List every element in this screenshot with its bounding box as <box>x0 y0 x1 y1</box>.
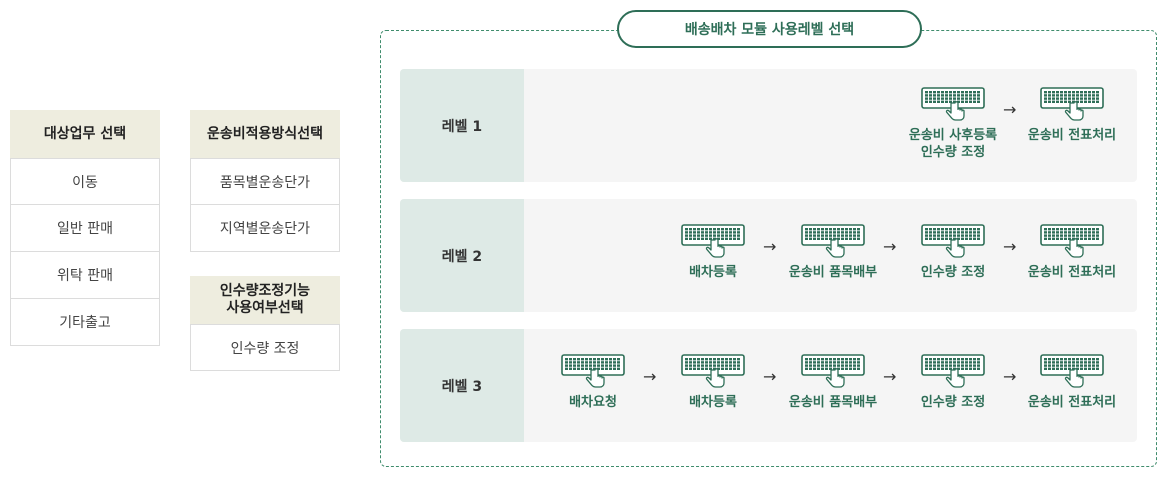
process-step: 운송비 전표처리 <box>1017 87 1127 144</box>
keyboard-click-icon <box>898 354 1008 388</box>
level-1-row: 레벨 1 운송비 사후등록 인수량 조정 → 운송비 전표처리 <box>400 69 1137 182</box>
arrow-icon: → <box>1003 367 1017 386</box>
keyboard-click-icon <box>1017 354 1127 388</box>
business-type-item: 일반 판매 <box>10 205 160 252</box>
process-step: 운송비 품목배부 <box>778 354 888 411</box>
arrow-icon: → <box>763 237 777 256</box>
process-step: 인수량 조정 <box>898 224 1008 281</box>
keyboard-click-icon <box>658 354 768 388</box>
arrow-icon: → <box>883 237 897 256</box>
step-label: 인수량 조정 <box>920 395 986 410</box>
level-3-row: 레벨 3 배차요청 → 배차등록 → 운송비 품목배부 → 인수량 조정 → <box>400 329 1137 442</box>
freight-method-item: 품목별운송단가 <box>190 158 340 205</box>
freight-method-header: 운송비적용방식선택 <box>190 110 340 158</box>
arrow-icon: → <box>883 367 897 386</box>
business-type-item: 위탁 판매 <box>10 252 160 299</box>
process-step: 운송비 사후등록 인수량 조정 <box>898 87 1008 161</box>
step-label: 인수량 조정 <box>920 265 986 280</box>
freight-method-item: 지역별운송단가 <box>190 205 340 252</box>
step-label: 운송비 전표처리 <box>1027 265 1117 280</box>
process-step: 인수량 조정 <box>898 354 1008 411</box>
quantity-adjust-header: 인수량조정기능 사용여부선택 <box>190 276 340 324</box>
step-label: 배차등록 <box>689 265 737 280</box>
keyboard-click-icon <box>1017 87 1127 121</box>
keyboard-click-icon <box>538 354 648 388</box>
keyboard-click-icon <box>898 224 1008 258</box>
step-label: 배차등록 <box>689 395 737 410</box>
process-step: 배차등록 <box>658 354 768 411</box>
level-label: 레벨 3 <box>400 329 524 442</box>
step-label: 운송비 사후등록 인수량 조정 <box>908 128 998 160</box>
business-type-item: 기타출고 <box>10 299 160 346</box>
step-label: 운송비 품목배부 <box>788 395 878 410</box>
process-step: 배차요청 <box>538 354 648 411</box>
step-label: 운송비 전표처리 <box>1027 128 1117 143</box>
process-step: 배차등록 <box>658 224 768 281</box>
quantity-adjust-item: 인수량 조정 <box>190 324 340 371</box>
process-step: 운송비 품목배부 <box>778 224 888 281</box>
step-label: 운송비 품목배부 <box>788 265 878 280</box>
module-level-title: 배송배차 모듈 사용레벨 선택 <box>617 10 922 48</box>
business-type-list: 대상업무 선택 이동 일반 판매 위탁 판매 기타출고 <box>10 110 160 346</box>
quantity-adjust-list: 인수량조정기능 사용여부선택 인수량 조정 <box>190 276 340 371</box>
arrow-icon: → <box>763 367 777 386</box>
keyboard-click-icon <box>778 224 888 258</box>
freight-method-list: 운송비적용방식선택 품목별운송단가 지역별운송단가 <box>190 110 340 252</box>
step-label: 운송비 전표처리 <box>1027 395 1117 410</box>
level-label: 레벨 1 <box>400 69 524 182</box>
process-step: 운송비 전표처리 <box>1017 354 1127 411</box>
keyboard-click-icon <box>898 87 1008 121</box>
keyboard-click-icon <box>1017 224 1127 258</box>
business-type-item: 이동 <box>10 158 160 205</box>
arrow-icon: → <box>643 367 657 386</box>
step-label: 배차요청 <box>569 395 617 410</box>
process-step: 운송비 전표처리 <box>1017 224 1127 281</box>
keyboard-click-icon <box>658 224 768 258</box>
level-label: 레벨 2 <box>400 199 524 312</box>
business-type-header: 대상업무 선택 <box>10 110 160 158</box>
arrow-icon: → <box>1003 237 1017 256</box>
level-2-row: 레벨 2 배차등록 → 운송비 품목배부 → 인수량 조정 → 운송비 전표처리 <box>400 199 1137 312</box>
arrow-icon: → <box>1003 100 1017 119</box>
keyboard-click-icon <box>778 354 888 388</box>
